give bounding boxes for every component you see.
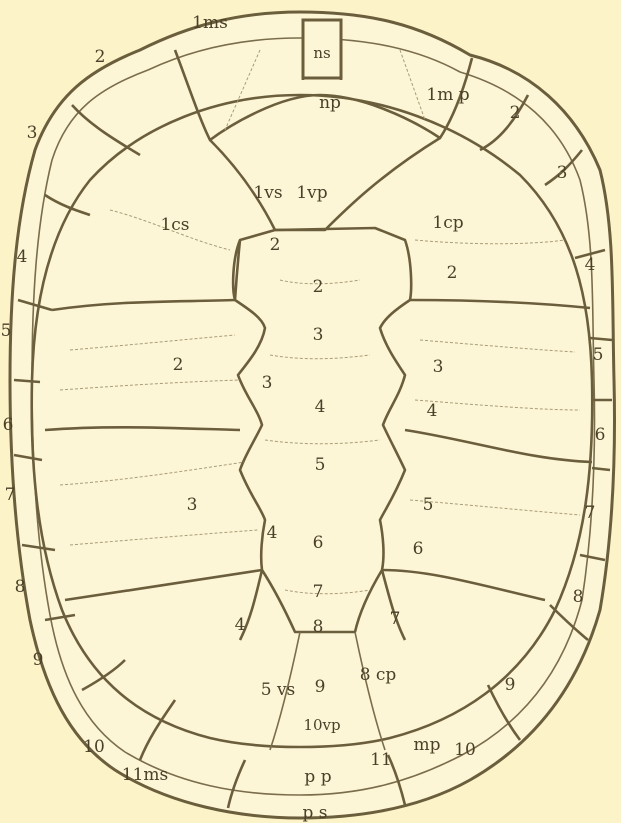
carapace-outline — [10, 12, 614, 818]
label-right-costal-4: 4 — [427, 401, 438, 421]
label-left-costal-4: 4 — [235, 615, 246, 635]
label-right-costal-2: 2 — [447, 263, 458, 283]
label-vertebral-center-1: 2 — [270, 235, 281, 255]
label-pygal-scute: p s — [302, 803, 327, 823]
label-right-marginal-8: 8 — [573, 587, 584, 607]
label-vertebral-center-7: 4 — [267, 523, 278, 543]
label-left-marginal-9: 9 — [33, 650, 44, 670]
label-vertebral-center-2: 2 — [313, 277, 324, 297]
label-eleventh: 11 — [370, 750, 392, 770]
label-right-costal-6: 6 — [413, 539, 424, 559]
label-right-marginal-6: 6 — [595, 425, 606, 445]
label-right-costal-7: 7 — [390, 609, 401, 629]
label-left-marginal-5: 5 — [1, 321, 12, 341]
label-first-costal-scute: 1cs — [160, 215, 189, 235]
label-right-marginal-7: 7 — [585, 503, 596, 523]
label-first-costal-plate: 1cp — [432, 213, 463, 233]
label-right-marginal-9: 9 — [505, 675, 516, 695]
label-right-marginal-4: 4 — [585, 255, 596, 275]
label-right-costal-3: 3 — [433, 357, 444, 377]
label-ninth: 9 — [315, 677, 326, 697]
label-left-marginal-8: 8 — [15, 577, 26, 597]
label-vertebral-center-3: 3 — [313, 325, 324, 345]
label-neural-plate: np — [319, 93, 341, 113]
label-pygal-plate: p p — [304, 767, 331, 787]
label-left-marginal-10: 10 — [83, 737, 105, 757]
label-left-costal-3: 3 — [187, 495, 198, 515]
label-left-marginal-3: 3 — [27, 123, 38, 143]
label-tenth-vertebral-plate: 10vp — [303, 716, 340, 734]
label-left-marginal-4: 4 — [17, 247, 28, 267]
label-right-marginal-3: 3 — [557, 163, 568, 183]
label-fifth-vertebral-scute: 5 vs — [261, 680, 296, 700]
label-vertebral-center-4: 3 — [262, 373, 273, 393]
label-left-marginal-2: 2 — [95, 47, 106, 67]
label-nuchal-marginal: 1ms — [192, 13, 228, 33]
label-first-vertebral-scute: 1vs — [253, 183, 282, 203]
label-left-marginal-6: 6 — [3, 415, 14, 435]
label-vertebral-center-5: 4 — [315, 397, 326, 417]
label-left-costal-2: 2 — [173, 355, 184, 375]
label-vertebral-center-8: 6 — [313, 533, 324, 553]
label-vertebral-center-6: 5 — [315, 455, 326, 475]
label-left-marginal-7: 7 — [5, 485, 16, 505]
label-right-marginal-5: 5 — [593, 345, 604, 365]
label-first-marginal-plate: 1m p — [426, 85, 469, 105]
label-vertebral-center-10: 8 — [313, 617, 324, 637]
label-right-marginal-10: 10 — [454, 740, 476, 760]
label-right-marginal-2: 2 — [510, 103, 521, 123]
label-right-costal-5: 5 — [423, 495, 434, 515]
label-vertebral-center-9: 7 — [313, 582, 324, 602]
label-eleventh-marginal-scute: 11ms — [122, 765, 168, 785]
label-marginal-plate: mp — [413, 735, 440, 755]
label-neural-scute: ns — [313, 44, 330, 62]
label-eighth-costal-plate: 8 cp — [360, 665, 397, 685]
label-first-vertebral-plate: 1vp — [296, 183, 327, 203]
